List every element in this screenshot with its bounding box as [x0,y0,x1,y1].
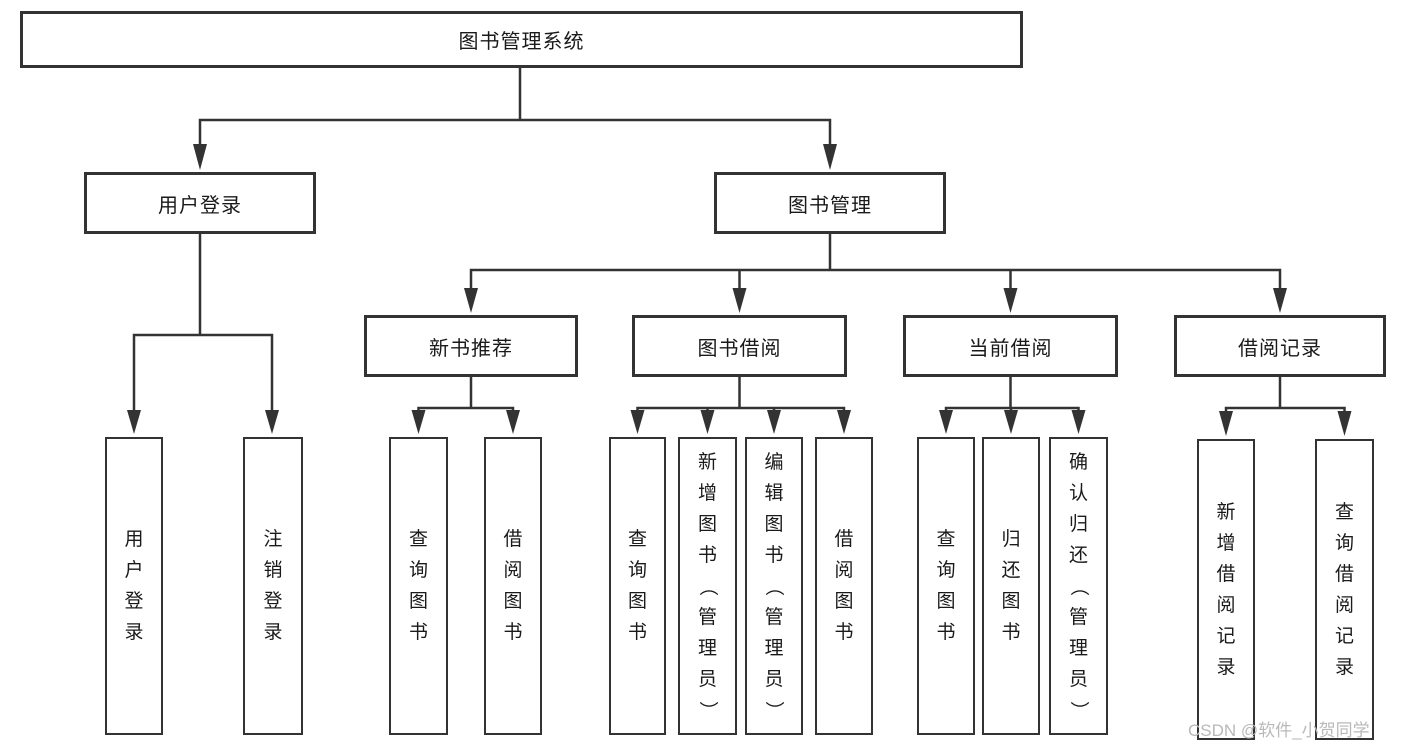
node-label: 查询图书 [627,529,647,643]
node-user-login-leaf: 用户登录 [105,437,163,735]
node-borrowing-records: 借阅记录 [1174,315,1386,377]
node-label: 编辑图书（管理员） [763,451,785,720]
node-label: 查询图书 [936,529,956,643]
node-label: 确认归还（管理员） [1067,451,1089,720]
node-return-book: 归还图书 [982,437,1040,735]
node-confirm-return-admin: 确认归还（管理员） [1049,437,1108,735]
node-label: 借阅图书 [834,529,854,643]
node-user-login: 用户登录 [84,172,316,234]
node-label: 用户登录 [158,194,242,217]
node-label: 借阅记录 [1238,337,1322,360]
node-library-management-system: 图书管理系统 [20,11,1023,68]
node-add-book-admin: 新增图书（管理员） [678,437,737,735]
node-label: 注销登录 [263,529,283,643]
node-label: 归还图书 [1001,529,1021,643]
node-label: 查询借阅记录 [1334,501,1354,678]
node-book-management: 图书管理 [714,172,946,234]
arrowheads [127,144,1352,436]
node-label: 新书推荐 [429,337,513,360]
node-book-borrowing: 图书借阅 [632,315,847,377]
node-label: 图书借阅 [697,337,782,360]
node-label: 用户登录 [124,529,144,643]
watermark: CSDN @软件_小贺同学 [1188,721,1370,740]
node-label: 新增借阅记录 [1216,501,1236,678]
node-query-books-current: 查询图书 [917,437,975,735]
node-new-book-recommendation: 新书推荐 [364,315,578,377]
node-label: 图书管理 [788,194,872,217]
node-query-books-recommend: 查询图书 [389,437,448,735]
node-current-borrowing: 当前借阅 [903,315,1118,377]
node-borrow-books-recommend: 借阅图书 [484,437,542,735]
node-label: 查询图书 [408,529,428,643]
node-query-borrow-record: 查询借阅记录 [1315,439,1374,740]
node-label: 图书管理系统 [458,31,585,53]
node-add-borrow-record: 新增借阅记录 [1197,439,1255,740]
node-label: 当前借阅 [968,337,1053,360]
node-edit-book-admin: 编辑图书（管理员） [745,437,803,735]
node-borrow-books: 借阅图书 [815,437,873,735]
node-label: 借阅图书 [503,529,523,643]
node-query-books-borrow: 查询图书 [609,437,666,735]
node-label: 新增图书（管理员） [696,451,718,720]
node-logout-leaf: 注销登录 [243,437,303,735]
